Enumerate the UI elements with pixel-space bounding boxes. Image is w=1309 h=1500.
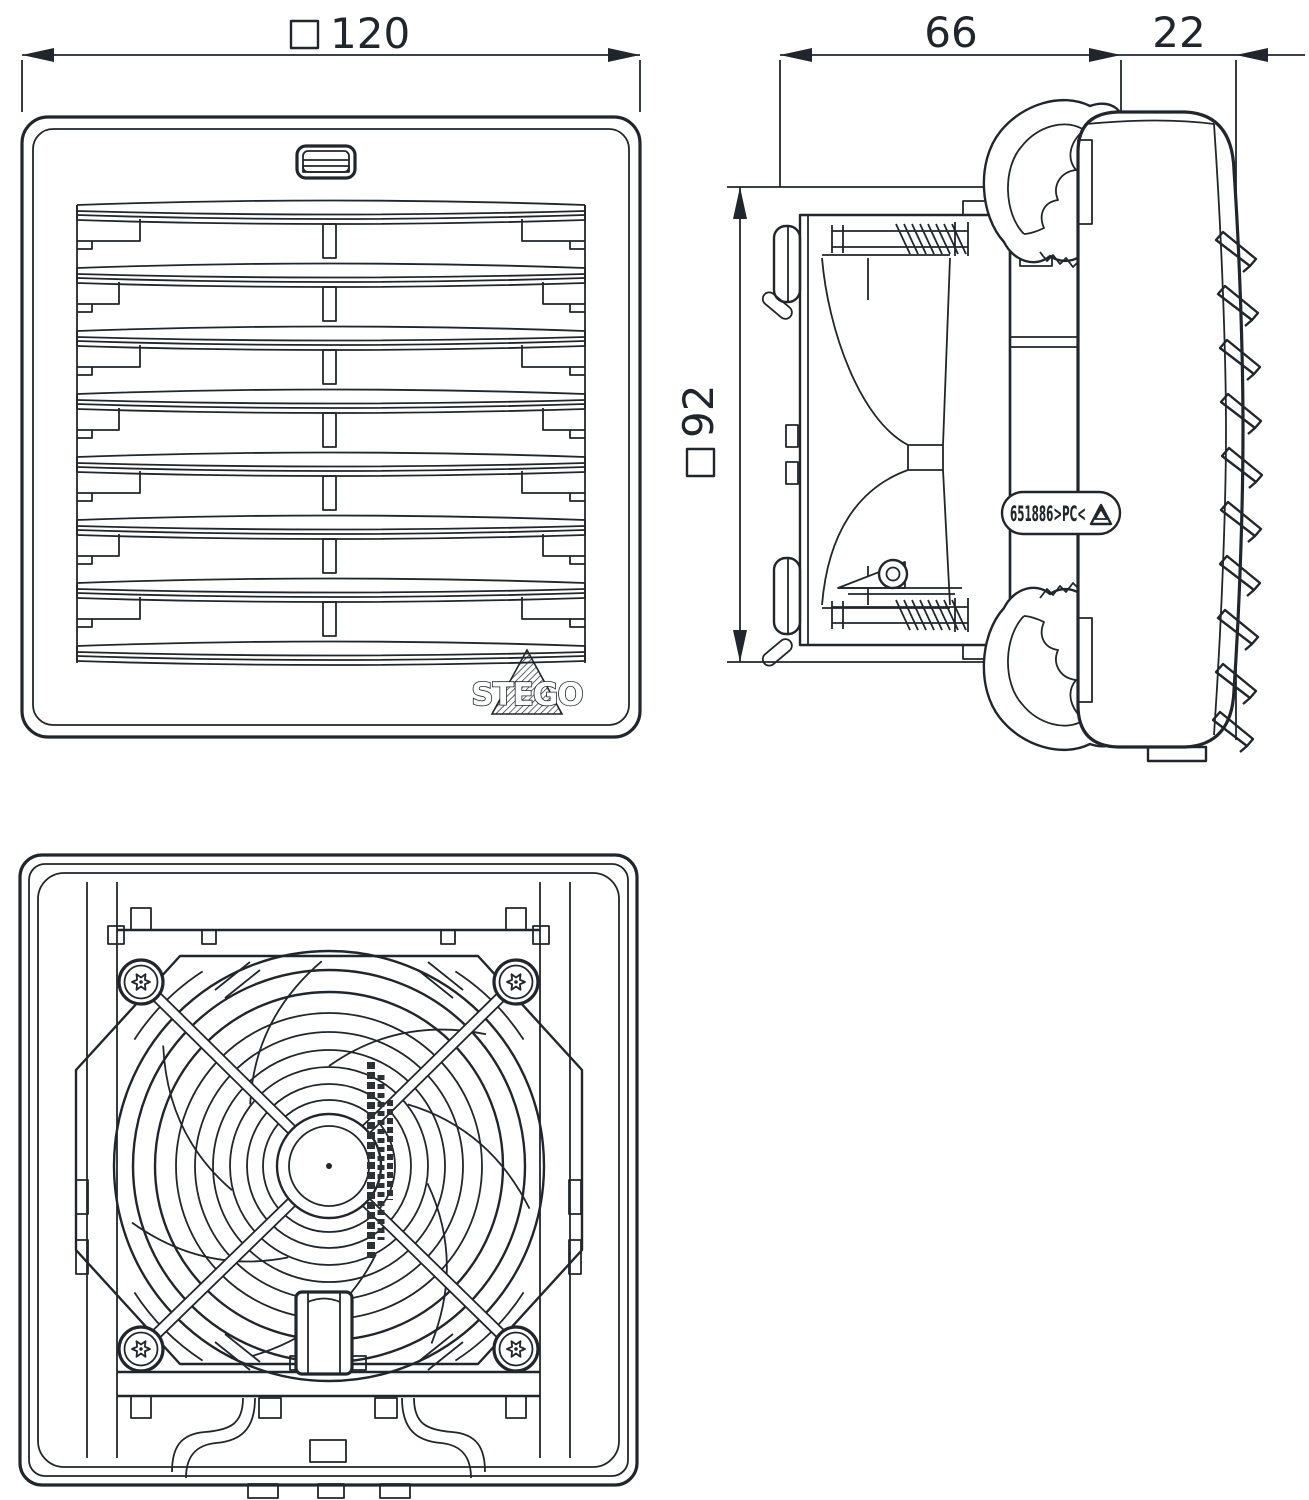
louvered-cover-side — [1076, 110, 1264, 763]
side-view: 651886>PC< — [761, 98, 1264, 763]
arrowhead-left-icon — [780, 48, 812, 62]
arrowhead-right-icon — [1089, 48, 1121, 62]
spring-screw-bottom — [831, 598, 969, 632]
impeller-silhouette — [821, 254, 951, 609]
guard-hub — [275, 1112, 383, 1220]
torx-screw-icon — [117, 1325, 165, 1373]
material-marking-text: 651886>PC< — [1010, 502, 1086, 526]
dimension-side-height: 92 — [674, 186, 1016, 663]
brand-text: STEGO — [471, 677, 582, 713]
front-latch — [295, 144, 357, 180]
torx-screw-icon — [492, 1325, 540, 1373]
dimension-front-width: 120 — [21, 9, 641, 112]
front-view: STEGO — [20, 115, 642, 739]
louver-grille — [76, 199, 586, 666]
dimension-value-92: 92 — [674, 385, 723, 438]
fan-housing-side — [761, 200, 1012, 667]
dimension-value-66: 66 — [924, 8, 977, 57]
dimension-value-22: 22 — [1152, 8, 1205, 57]
guard-rings — [112, 949, 546, 1383]
spring-screw-top — [831, 222, 969, 256]
dimension-value-120: 120 — [330, 9, 410, 58]
logo-triangle-icon — [490, 648, 564, 715]
arrowhead-outside-icon — [1236, 48, 1268, 62]
torx-screw-icon — [492, 958, 540, 1006]
arrowhead-left-icon — [22, 48, 54, 62]
square-dimension-symbol — [685, 447, 716, 478]
recycling-symbol-icon — [1089, 503, 1113, 526]
arrowhead-up-icon — [733, 187, 747, 219]
arrowhead-right-icon — [608, 48, 640, 62]
bottom-latch — [171, 1290, 486, 1499]
material-marking: 651886>PC< — [1000, 490, 1122, 536]
torx-screw-icon — [117, 958, 165, 1006]
fan-print-label — [367, 1062, 393, 1258]
brand-logo: STEGO — [470, 648, 585, 715]
fan-guard — [74, 949, 584, 1383]
arrowhead-down-icon — [733, 630, 747, 662]
square-dimension-symbol — [289, 19, 320, 50]
rear-view — [18, 853, 639, 1499]
mounting-lever — [837, 558, 962, 595]
